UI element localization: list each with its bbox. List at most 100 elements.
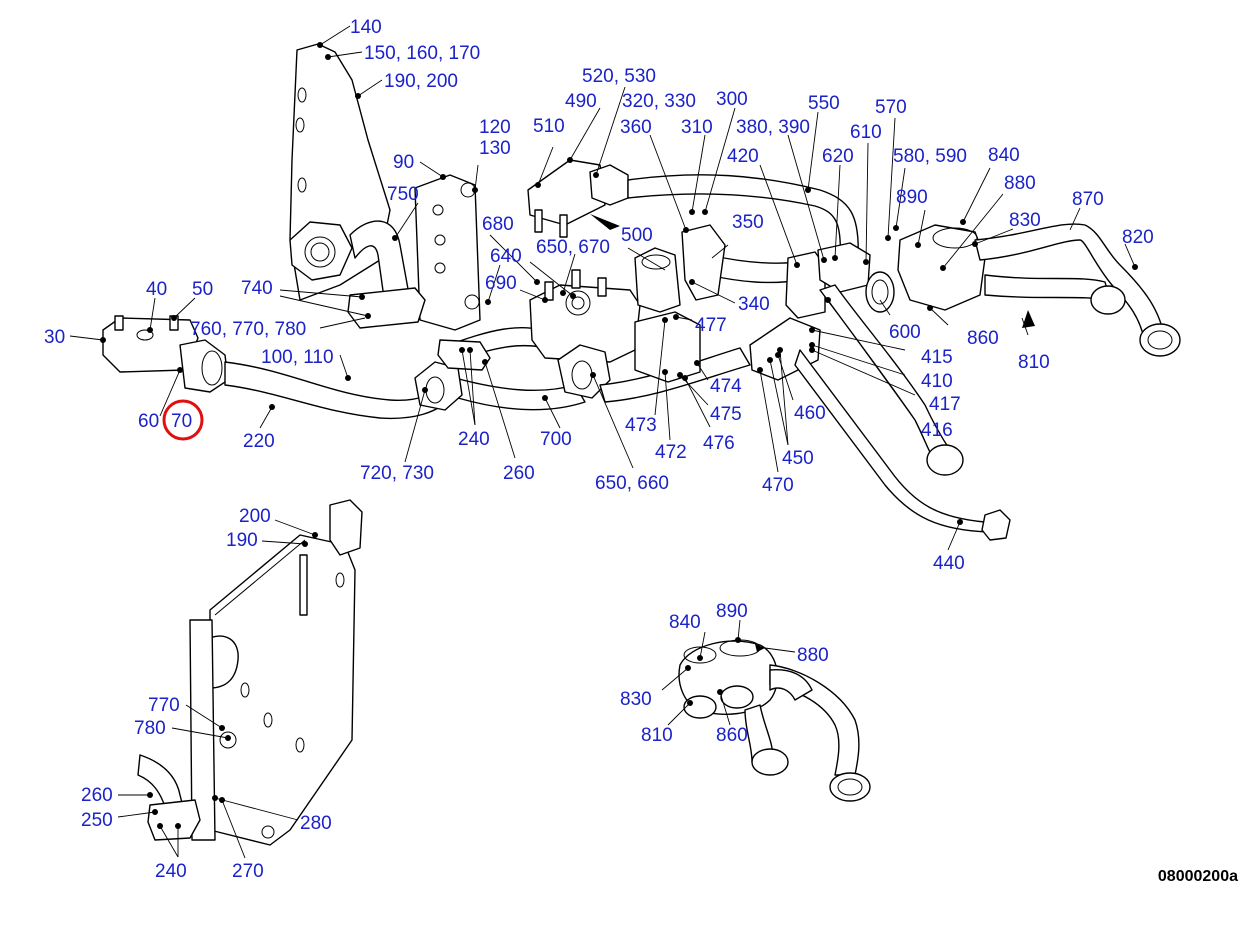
- callout-520-530: 520, 530: [582, 66, 656, 87]
- callout-labels: 140 150, 160, 170 190, 200 520, 530 490 …: [44, 17, 1154, 882]
- callout-300: 300: [716, 89, 748, 110]
- callout-830: 830: [1009, 210, 1041, 231]
- callout-150-160-170: 150, 160, 170: [364, 43, 480, 64]
- callout-810-sub: 810: [641, 725, 673, 746]
- callout-510: 510: [533, 116, 565, 137]
- callout-650-660: 650, 660: [595, 473, 669, 494]
- callout-310: 310: [681, 117, 713, 138]
- callout-30: 30: [44, 327, 65, 348]
- callout-890: 890: [896, 187, 928, 208]
- callout-270: 270: [232, 861, 264, 882]
- callout-740: 740: [241, 278, 273, 299]
- fitting-810b: [683, 695, 717, 719]
- side-bracket: [209, 534, 356, 846]
- callout-650-670: 650, 670: [536, 237, 610, 258]
- callout-690: 690: [485, 273, 517, 294]
- callout-100-110: 100, 110: [261, 347, 334, 368]
- callout-475: 475: [710, 404, 742, 425]
- block-420: [785, 251, 826, 319]
- callout-240: 240: [458, 429, 490, 450]
- callout-140: 140: [350, 17, 382, 38]
- flange-plate: [414, 174, 481, 331]
- callout-760-770-780: 760, 770, 780: [190, 319, 306, 340]
- callout-780: 780: [134, 718, 166, 739]
- callout-890-sub: 890: [716, 601, 748, 622]
- callout-600: 600: [889, 322, 921, 343]
- callout-640: 640: [490, 246, 522, 267]
- block-nut: [179, 339, 229, 393]
- callout-720-730: 720, 730: [360, 463, 434, 484]
- callout-440: 440: [933, 553, 965, 574]
- callout-470: 470: [762, 475, 794, 496]
- callout-810: 810: [1018, 352, 1050, 373]
- callout-260: 260: [503, 463, 535, 484]
- callout-340: 340: [738, 294, 770, 315]
- arrow-880b: [755, 644, 765, 652]
- callout-415: 415: [921, 347, 953, 368]
- lower-right-housing-view: [678, 639, 871, 802]
- callout-380-390: 380, 390: [736, 117, 810, 138]
- callout-700: 700: [540, 429, 572, 450]
- callout-320-330: 320, 330: [622, 91, 696, 112]
- fitting-820b: [1139, 323, 1181, 357]
- callout-450: 450: [782, 448, 814, 469]
- callout-500: 500: [621, 225, 653, 246]
- callout-473: 473: [625, 415, 657, 436]
- fitting-820a: [1090, 285, 1126, 315]
- callout-477: 477: [695, 315, 727, 336]
- callout-680: 680: [482, 214, 514, 235]
- callout-474: 474: [710, 376, 742, 397]
- callout-830-sub: 830: [620, 689, 652, 710]
- highlight-ring-70: [162, 399, 204, 441]
- callout-620: 620: [822, 146, 854, 167]
- callout-610: 610: [850, 122, 882, 143]
- leader-lines: [69, 25, 1136, 859]
- callout-90: 90: [393, 152, 414, 173]
- callout-860-sub: 860: [716, 725, 748, 746]
- nut-720: [414, 361, 463, 411]
- callout-490: 490: [565, 91, 597, 112]
- arrow-810: [1022, 310, 1035, 328]
- callout-220: 220: [243, 431, 275, 452]
- lower-left-bracket-view: [137, 499, 363, 846]
- callout-860: 860: [967, 328, 999, 349]
- callout-550: 550: [808, 93, 840, 114]
- callout-70: 70: [171, 411, 192, 432]
- callout-250: 250: [81, 810, 113, 831]
- arrow-500: [590, 214, 620, 230]
- fitting-416: [926, 444, 964, 476]
- callout-120: 120: [479, 117, 511, 138]
- pipe-clamp: [347, 287, 426, 329]
- callout-280: 280: [300, 813, 332, 834]
- callout-840: 840: [988, 145, 1020, 166]
- callout-460: 460: [794, 403, 826, 424]
- callout-50: 50: [192, 279, 213, 300]
- pipe-700: [454, 377, 586, 411]
- clamp-240: [147, 799, 201, 841]
- callout-580-590: 580, 590: [893, 146, 967, 167]
- vertical-clamp: [189, 619, 216, 841]
- fitting-600: [865, 271, 895, 313]
- drawing-code: 08000200a: [1157, 868, 1238, 885]
- callout-476: 476: [703, 433, 735, 454]
- top-bolt-bracket: [329, 499, 363, 556]
- callout-570: 570: [875, 97, 907, 118]
- callout-410: 410: [921, 371, 953, 392]
- callout-840-sub: 840: [669, 612, 701, 633]
- fitting-860b: [720, 685, 754, 709]
- small-block: [437, 339, 491, 371]
- callout-472: 472: [655, 442, 687, 463]
- callout-416: 416: [921, 420, 953, 441]
- callout-260-sub: 260: [81, 785, 113, 806]
- tower-fitting: [634, 247, 681, 313]
- callout-880-sub: 880: [797, 645, 829, 666]
- callout-60: 60: [138, 411, 159, 432]
- large-nut: [289, 221, 353, 281]
- callout-350: 350: [732, 212, 764, 233]
- block-620: [817, 242, 871, 293]
- callout-240-sub: 240: [155, 861, 187, 882]
- callout-417: 417: [929, 394, 961, 415]
- callout-880: 880: [1004, 173, 1036, 194]
- clamp-360: [681, 224, 726, 301]
